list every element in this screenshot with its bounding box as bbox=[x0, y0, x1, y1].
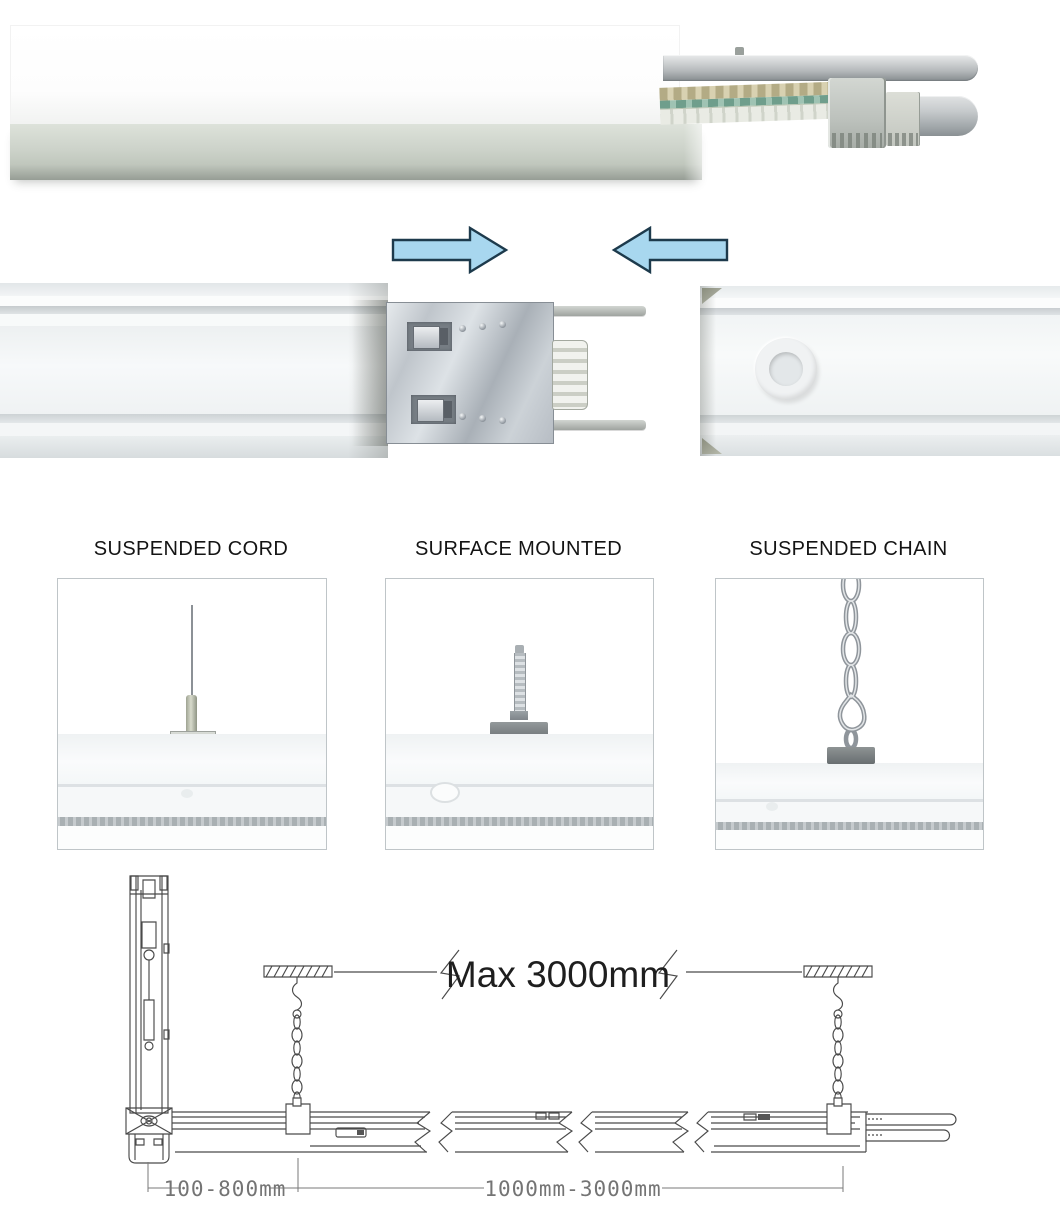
rail-knockout-mark bbox=[181, 789, 193, 798]
connector-clip-small bbox=[886, 92, 920, 146]
rail-band bbox=[0, 436, 388, 458]
chain-drawing bbox=[292, 977, 302, 1104]
rail-diffuser-base bbox=[10, 124, 702, 180]
rod-latch-pin bbox=[735, 47, 744, 56]
max-span-label: Max 3000mm bbox=[446, 954, 670, 995]
rail-band bbox=[386, 826, 653, 849]
rivet bbox=[499, 321, 506, 328]
rail-face bbox=[0, 326, 388, 414]
joining-arrows bbox=[391, 226, 729, 275]
mounting-bracket bbox=[827, 747, 875, 764]
max-span-callout: Max 3000mm bbox=[334, 950, 802, 999]
latch-slot-bottom bbox=[411, 395, 456, 424]
suspension-chain bbox=[837, 579, 867, 751]
rivet bbox=[459, 325, 466, 332]
rail-housing bbox=[10, 25, 680, 126]
threaded-bolt-tip bbox=[515, 645, 524, 654]
rail-segment-drawing bbox=[579, 1112, 688, 1152]
break-symbol bbox=[659, 950, 677, 999]
trunking-rail-side-photo bbox=[0, 0, 1060, 220]
rail-section-with-socket bbox=[700, 286, 1060, 456]
rail-label-mark bbox=[758, 1114, 770, 1120]
latch-shadow bbox=[440, 328, 448, 345]
rail-band bbox=[386, 787, 653, 817]
rail-seam bbox=[386, 784, 653, 787]
connector-clip bbox=[828, 78, 886, 148]
wire-gripper bbox=[186, 695, 197, 737]
rail-open-end-shadow bbox=[352, 300, 388, 446]
rail-groove bbox=[0, 414, 388, 423]
rail-band bbox=[386, 734, 653, 784]
quick-connector-plate bbox=[386, 302, 554, 444]
rail-photo bbox=[386, 734, 653, 849]
bolt-nut bbox=[510, 711, 528, 720]
rivet bbox=[479, 415, 486, 422]
surface-mounted-photo bbox=[385, 578, 654, 850]
suspended-cord-photo bbox=[57, 578, 327, 850]
rail-groove bbox=[700, 415, 1060, 423]
rail-band bbox=[716, 763, 983, 799]
latch-shadow bbox=[444, 401, 452, 418]
rail-band bbox=[0, 423, 388, 436]
arrow-right-icon bbox=[391, 226, 509, 275]
rail-vent-strip bbox=[716, 822, 983, 830]
knockout-hole-inner bbox=[769, 352, 803, 386]
mounting-label-surface-mounted: SURFACE MOUNTED bbox=[414, 538, 623, 560]
rail-segment-drawing bbox=[695, 1112, 868, 1152]
rail-seam bbox=[58, 784, 326, 787]
latch-slot-top bbox=[407, 322, 452, 351]
rail-band bbox=[0, 283, 388, 296]
dimension-lines: 100-800mm 1000mm-3000mm bbox=[148, 1158, 843, 1201]
rail-vent-strip bbox=[386, 817, 653, 826]
knockout-hole bbox=[755, 338, 817, 400]
rail-knockout-hole bbox=[430, 782, 460, 803]
through-wiring-rod bbox=[663, 55, 978, 81]
rail-segment-drawing bbox=[439, 1112, 572, 1152]
rail-band bbox=[700, 286, 1060, 298]
rail-band bbox=[700, 423, 1060, 435]
chain-drawing bbox=[833, 977, 843, 1104]
multi-pin-plug bbox=[552, 340, 588, 410]
rail-section-with-connector bbox=[0, 283, 388, 458]
rail-band bbox=[700, 298, 1060, 308]
rail-band bbox=[58, 826, 326, 849]
rail-groove bbox=[0, 306, 388, 314]
rail-band bbox=[0, 296, 388, 306]
left-dimension-label: 100-800mm bbox=[164, 1177, 287, 1201]
rivet bbox=[459, 413, 466, 420]
threaded-bolt bbox=[514, 653, 526, 713]
rail-vent-strip bbox=[58, 817, 326, 826]
rail-seam bbox=[716, 799, 983, 802]
rail-photo bbox=[58, 734, 326, 849]
suspension-wire bbox=[191, 605, 193, 703]
rail-band bbox=[700, 435, 1060, 456]
chain-bracket-drawing bbox=[286, 1098, 851, 1134]
rail-photo bbox=[716, 763, 983, 849]
rail-band bbox=[58, 734, 326, 784]
vertical-rail-drawing bbox=[130, 876, 169, 1113]
installation-diagram: Max 3000mm bbox=[0, 860, 1060, 1201]
rail-label-mark bbox=[357, 1130, 364, 1135]
break-symbol bbox=[441, 950, 459, 999]
suspended-chain-photo bbox=[715, 578, 984, 850]
mounting-label-suspended-cord: SUSPENDED CORD bbox=[93, 538, 289, 560]
rivet bbox=[499, 417, 506, 424]
connector-rods-drawing bbox=[866, 1114, 956, 1141]
latch bbox=[413, 326, 440, 349]
arrow-left-icon bbox=[611, 226, 729, 275]
rail-band bbox=[0, 314, 388, 326]
mounting-label-suspended-chain: SUSPENDED CHAIN bbox=[749, 538, 948, 560]
rail-band bbox=[716, 830, 983, 849]
latch bbox=[417, 399, 444, 422]
rivet bbox=[479, 323, 486, 330]
rail-groove bbox=[700, 308, 1060, 315]
right-dimension-label: 1000mm-3000mm bbox=[484, 1177, 661, 1201]
rail-band bbox=[716, 802, 983, 822]
rail-knockout-mark bbox=[766, 802, 778, 811]
corner-connector-drawing bbox=[126, 1108, 172, 1163]
rail-face bbox=[700, 315, 1060, 415]
